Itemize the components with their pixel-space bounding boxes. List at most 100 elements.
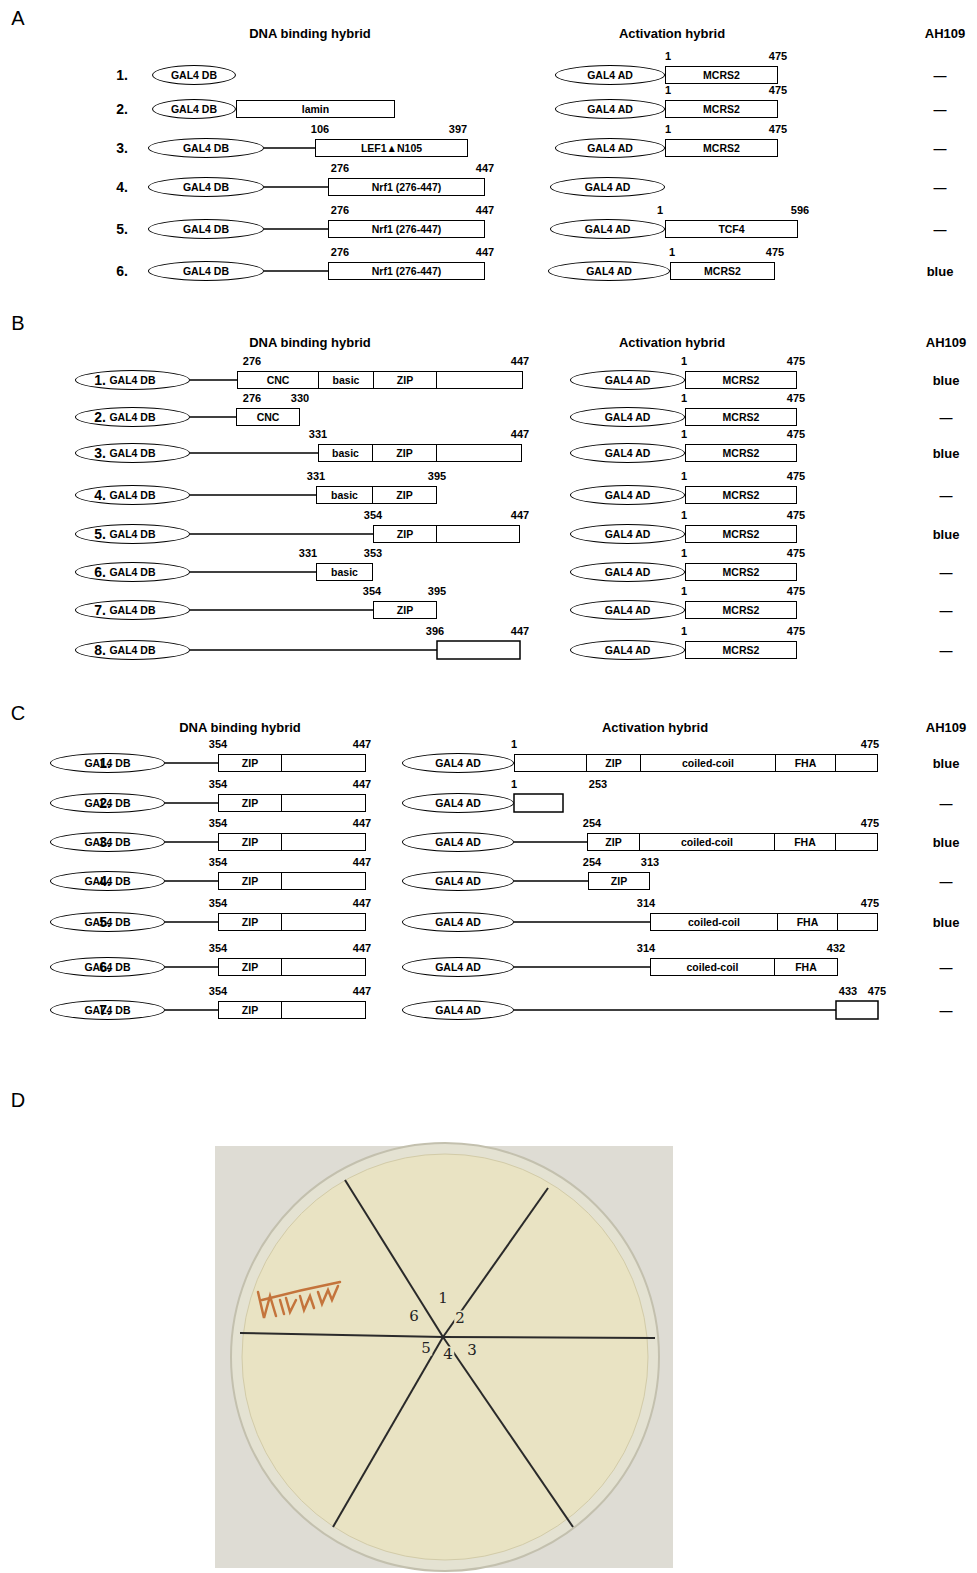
residue-number: 354 (364, 510, 382, 521)
residue-number: 397 (449, 124, 467, 135)
domain-segment (437, 525, 520, 543)
domain-segment: ZIP (373, 525, 437, 543)
domain-segment: MCRS2 (685, 563, 797, 581)
gal4-ellipse: GAL4 DB (148, 177, 264, 197)
domain-segment: FHA (778, 913, 838, 931)
domain-segment (282, 754, 366, 772)
gal4-ellipse: GAL4 DB (75, 443, 190, 463)
residue-number: 475 (787, 393, 805, 404)
residue-number: 447 (353, 943, 371, 954)
domain-box: MCRS2 (685, 601, 797, 619)
gal4-ellipse: GAL4 AD (402, 957, 514, 977)
linker-line (264, 228, 328, 230)
domain-segment: basic (316, 486, 373, 504)
domain-segment: ZIP (218, 754, 282, 772)
gal4-ellipse: GAL4 DB (75, 562, 190, 582)
residue-number: 1 (681, 471, 687, 482)
linker-line (190, 571, 316, 573)
row-number: 6. (116, 264, 128, 278)
node-text: MCRS2 (723, 529, 760, 540)
domain-segment: Nrf1 (276-447) (328, 178, 485, 196)
domain-segment: MCRS2 (685, 371, 797, 389)
residue-number: 1 (681, 626, 687, 637)
residue-number: 475 (787, 429, 805, 440)
residue-number: 447 (353, 779, 371, 790)
node-text: GAL4 AD (605, 490, 651, 501)
node-text: MCRS2 (703, 143, 740, 154)
gal4-ellipse: GAL4 AD (570, 562, 685, 582)
domain-segment: LEF1▲N105 (315, 139, 468, 157)
gal4-ellipse: GAL4 DB (75, 600, 190, 620)
domain-segment: basic (319, 371, 374, 389)
domain-box: coiled-coilFHA (650, 913, 878, 931)
domain-segment: ZIP (218, 794, 282, 812)
gal4-ellipse: GAL4 AD (570, 640, 685, 660)
domain-box: basicZIP (318, 444, 522, 462)
node-text: ZIP (242, 837, 258, 848)
node-text: GAL4 AD (586, 266, 632, 277)
residue-number: 354 (209, 779, 227, 790)
residue-number: 447 (476, 247, 494, 258)
residue-number: 331 (299, 548, 317, 559)
sector-number: 1 (437, 1291, 449, 1306)
gal4-ellipse: GAL4 AD (570, 370, 685, 390)
residue-number: 447 (353, 898, 371, 909)
domain-box: MCRS2 (685, 408, 797, 426)
petri-dish (231, 1143, 659, 1571)
linker-line (190, 533, 373, 535)
residue-number: 447 (511, 429, 529, 440)
reporter-result: — (934, 69, 947, 82)
linker-line (514, 921, 650, 923)
node-text: FHA (795, 758, 817, 769)
domain-box: MCRS2 (665, 139, 778, 157)
residue-number: 314 (637, 898, 655, 909)
domain-box: lamin (236, 100, 395, 118)
linker-line (514, 880, 588, 882)
residue-number: 254 (583, 857, 601, 868)
domain-box: ZIP (373, 601, 437, 619)
node-text: basic (332, 448, 359, 459)
column-header: Activation hybrid (602, 721, 708, 734)
node-text: ZIP (397, 529, 413, 540)
gal4-ellipse: GAL4 AD (402, 912, 514, 932)
panel-letter: A (11, 8, 24, 28)
domain-segment (282, 794, 366, 812)
panel-letter: D (11, 1090, 25, 1110)
node-text: basic (331, 490, 358, 501)
row-number: 7. (99, 1003, 111, 1017)
node-text: GAL4 AD (435, 876, 481, 887)
reporter-result: blue (927, 265, 954, 278)
domain-box: CNC (236, 408, 300, 426)
domain-segment: MCRS2 (670, 262, 775, 280)
row-number: 5. (99, 915, 111, 929)
domain-box (514, 794, 563, 812)
node-text: GAL4 DB (171, 70, 217, 81)
node-text: GAL4 AD (605, 448, 651, 459)
domain-segment: FHA (775, 958, 838, 976)
domain-segment (838, 913, 878, 931)
residue-number: 475 (787, 471, 805, 482)
reporter-result: blue (933, 374, 960, 387)
node-text: GAL4 AD (605, 567, 651, 578)
node-text: GAL4 AD (585, 182, 631, 193)
residue-number: 1 (665, 85, 671, 96)
gal4-ellipse: GAL4 DB (148, 261, 264, 281)
domain-segment (282, 1001, 366, 1019)
linker-line (165, 1009, 218, 1011)
domain-box: LEF1▲N105 (315, 139, 468, 157)
node-text: GAL4 DB (109, 645, 155, 656)
row-number: 4. (99, 874, 111, 888)
domain-segment: MCRS2 (685, 408, 797, 426)
domain-segment: TCF4 (665, 220, 798, 238)
reporter-result: — (940, 875, 953, 888)
domain-segment: ZIP (218, 872, 282, 890)
row-number: 4. (116, 180, 128, 194)
domain-box: MCRS2 (670, 262, 775, 280)
node-text: lamin (302, 104, 329, 115)
domain-box: ZIP (218, 1001, 366, 1019)
residue-number: 254 (583, 818, 601, 829)
domain-box: ZIPcoiled-coilFHA (587, 833, 878, 851)
node-text: GAL4 DB (171, 104, 217, 115)
row-number: 5. (116, 222, 128, 236)
